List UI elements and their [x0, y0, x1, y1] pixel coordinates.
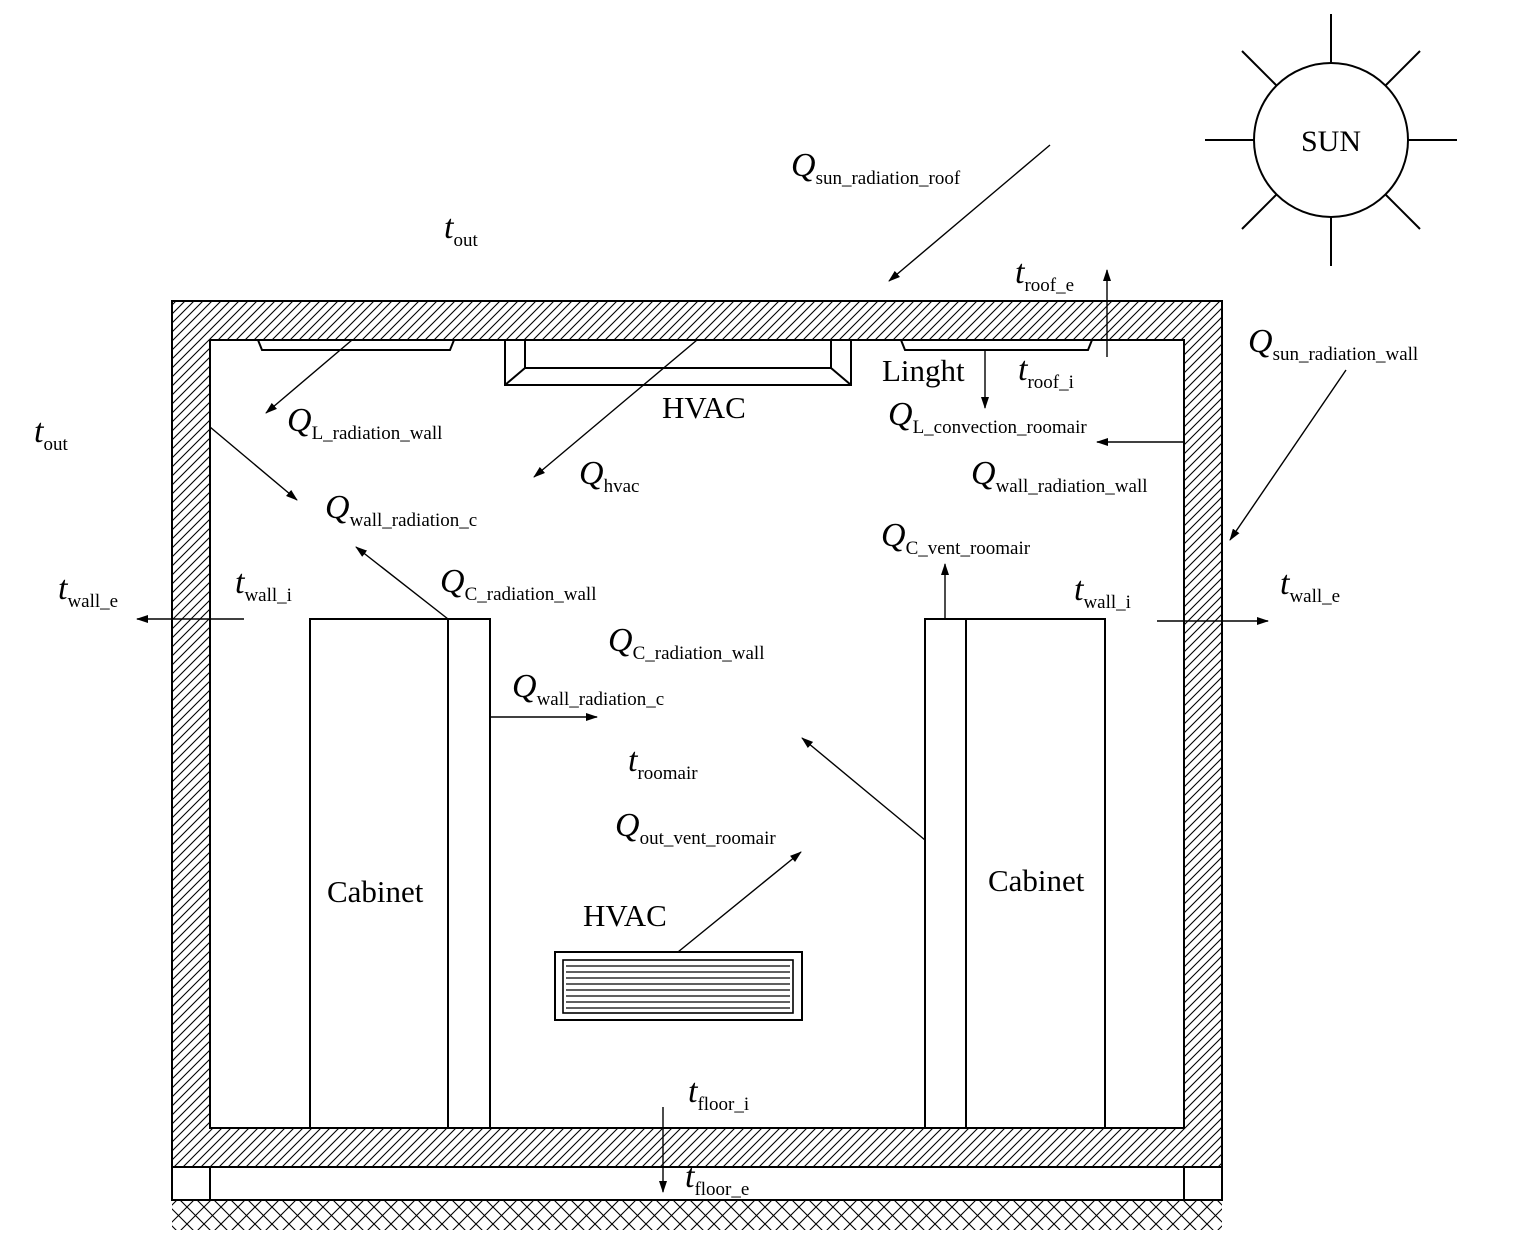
heat-flow-arrows	[136, 144, 1347, 1193]
t-wall-i-right: twall_i	[1074, 571, 1131, 613]
arrow-hvac-out	[677, 851, 802, 953]
t-wall-e-left: twall_e	[58, 570, 118, 612]
t-roof-e: troof_e	[1015, 254, 1074, 296]
arrow-light-rad	[265, 339, 353, 414]
t-floor-e: tfloor_e	[685, 1158, 749, 1200]
t-roomair: troomair	[628, 742, 698, 784]
q-wall-radiation-c-center: Qwall_radiation_c	[512, 668, 664, 710]
t-out-top: tout	[444, 209, 478, 251]
light-label: Linght	[882, 353, 965, 388]
t-wall-i-left: twall_i	[235, 564, 292, 606]
q-hvac: Qhvac	[579, 455, 639, 497]
q-c-vent-roomair: QC_vent_roomair	[881, 517, 1031, 559]
light-fixture-right	[900, 339, 1093, 351]
ground	[172, 1200, 1222, 1230]
sun-label: SUN	[1301, 125, 1361, 158]
cabinet-left	[309, 618, 491, 1129]
q-c-radiation-wall-upper: QC_radiation_wall	[440, 563, 596, 605]
t-roof-i: troof_i	[1018, 351, 1074, 393]
arrow-sun-roof	[888, 144, 1051, 282]
arrow-rcab-room	[801, 737, 926, 841]
q-c-radiation-wall-center: QC_radiation_wall	[608, 622, 764, 664]
q-wall-radiation-wall: Qwall_radiation_wall	[971, 455, 1148, 497]
cabinet-left-label: Cabinet	[327, 874, 424, 909]
floor-slab	[171, 1166, 1223, 1201]
q-out-vent-roomair: Qout_vent_roomair	[615, 807, 776, 849]
q-wall-radiation-c-upper: Qwall_radiation_c	[325, 489, 477, 531]
building-shell	[171, 300, 1223, 1230]
q-sun-radiation-roof: Qsun_radiation_roof	[791, 147, 961, 189]
hvac-floor-unit	[554, 951, 803, 1021]
hvac-bottom-label: HVAC	[583, 898, 667, 933]
t-wall-e-right: twall_e	[1280, 565, 1340, 607]
cabinet-right	[924, 618, 1106, 1129]
arrow-wall-cab	[209, 426, 298, 501]
t-out-left: tout	[34, 413, 68, 455]
hvac-top-label: HVAC	[662, 390, 746, 425]
sun-icon	[1205, 14, 1457, 266]
light-fixture-left	[257, 339, 455, 351]
hvac-ceiling-unit	[504, 339, 852, 386]
arrow-sun-wall	[1229, 369, 1347, 541]
arrow-hvac	[533, 339, 698, 478]
t-floor-i: tfloor_i	[688, 1073, 749, 1115]
q-sun-radiation-wall: Qsun_radiation_wall	[1248, 323, 1418, 365]
arrow-cab-wall	[355, 546, 449, 620]
q-l-radiation-wall: QL_radiation_wall	[287, 402, 442, 444]
q-l-convection-roomair: QL_convection_roomair	[888, 396, 1087, 438]
cabinet-right-label: Cabinet	[988, 863, 1085, 898]
